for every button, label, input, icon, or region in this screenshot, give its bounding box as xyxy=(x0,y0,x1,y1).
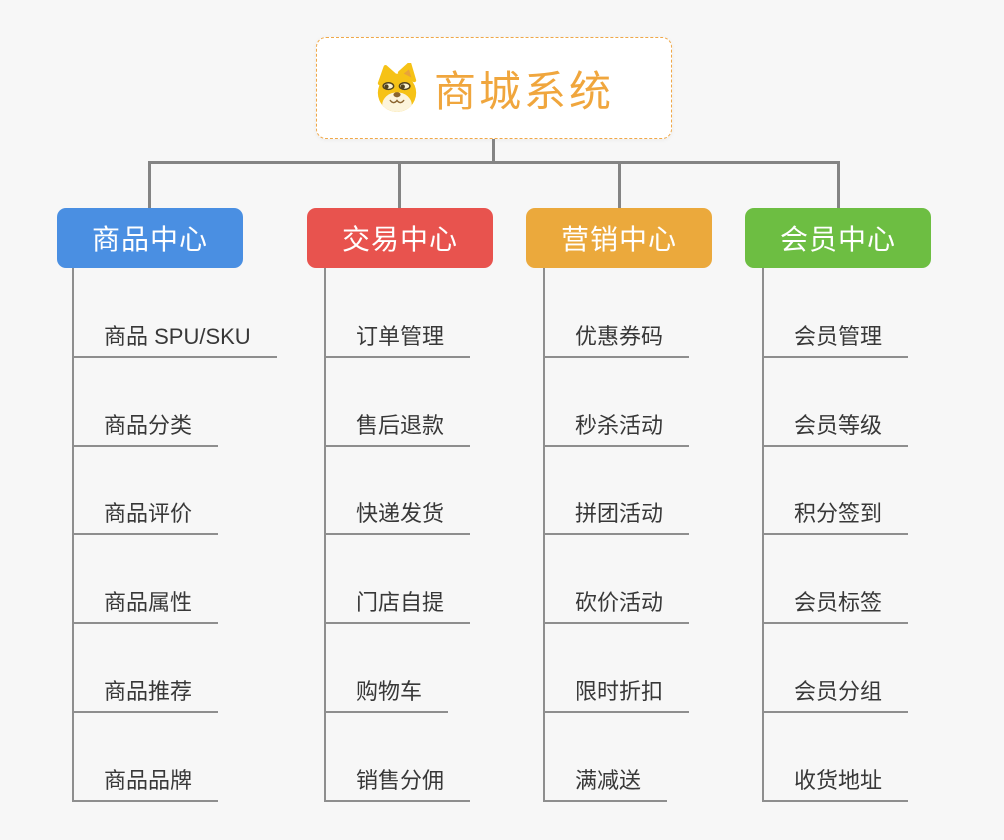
leaf-flash-sale[interactable]: 秒杀活动 xyxy=(543,413,690,447)
leaf-member-groups[interactable]: 会员分组 xyxy=(762,679,909,713)
connector-stub-4 xyxy=(837,161,840,208)
leaf-aftersale-refund[interactable]: 售后退款 xyxy=(324,413,471,447)
connector-stub-3 xyxy=(618,161,621,208)
rail-marketing-center xyxy=(543,268,545,802)
leaf-shipping-address[interactable]: 收货地址 xyxy=(762,768,909,802)
leaf-sales-commission[interactable]: 销售分佣 xyxy=(324,768,471,802)
root-topic-label: 商城系统 xyxy=(433,67,614,115)
leaf-bargain-activity[interactable]: 砍价活动 xyxy=(543,590,690,624)
leaf-member-tags[interactable]: 会员标签 xyxy=(762,590,909,624)
branch-member-center[interactable]: 会员中心 xyxy=(745,208,931,268)
rail-trade-center xyxy=(324,268,326,802)
leaf-product-recommend[interactable]: 商品推荐 xyxy=(72,679,219,713)
leaf-store-pickup[interactable]: 门店自提 xyxy=(324,590,471,624)
rail-member-center xyxy=(762,268,764,802)
leaf-coupon-codes[interactable]: 优惠券码 xyxy=(543,324,690,358)
rail-product-center xyxy=(72,268,74,802)
root-topic[interactable]: 商城系统 xyxy=(316,37,672,139)
branch-marketing-center[interactable]: 营销中心 xyxy=(526,208,712,268)
leaf-spend-and-save[interactable]: 满减送 xyxy=(543,768,668,802)
shiba-dog-icon xyxy=(377,63,417,112)
branch-trade-center[interactable]: 交易中心 xyxy=(307,208,493,268)
connector-root-stem xyxy=(492,139,495,162)
leaf-express-shipping[interactable]: 快递发货 xyxy=(324,501,471,535)
leaf-product-review[interactable]: 商品评价 xyxy=(72,501,219,535)
leaf-product-spu-sku[interactable]: 商品 SPU/SKU xyxy=(72,324,277,358)
leaf-member-level[interactable]: 会员等级 xyxy=(762,413,909,447)
leaf-group-buying[interactable]: 拼团活动 xyxy=(543,501,690,535)
leaf-order-management[interactable]: 订单管理 xyxy=(324,324,471,358)
connector-stub-2 xyxy=(398,161,401,208)
leaf-points-checkin[interactable]: 积分签到 xyxy=(762,501,909,535)
leaf-product-attribute[interactable]: 商品属性 xyxy=(72,590,219,624)
leaf-product-category[interactable]: 商品分类 xyxy=(72,413,219,447)
connector-bus xyxy=(148,161,839,164)
leaf-limited-time-discount[interactable]: 限时折扣 xyxy=(543,679,690,713)
connector-stub-1 xyxy=(148,161,151,208)
branch-product-center[interactable]: 商品中心 xyxy=(57,208,243,268)
leaf-member-management[interactable]: 会员管理 xyxy=(762,324,909,358)
leaf-product-brand[interactable]: 商品品牌 xyxy=(72,768,219,802)
leaf-shopping-cart[interactable]: 购物车 xyxy=(324,679,449,713)
